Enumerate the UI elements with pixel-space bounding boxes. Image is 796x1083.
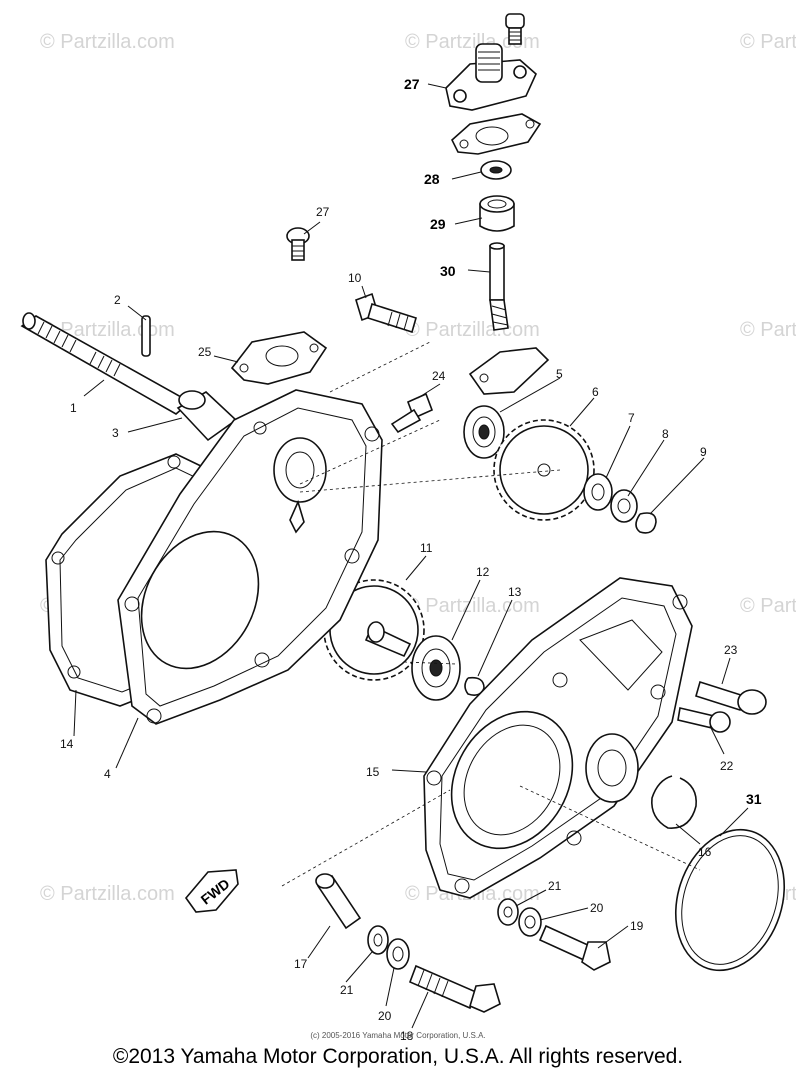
- callout-27-left: 27: [316, 205, 330, 219]
- callout-21-left: 21: [340, 983, 354, 997]
- watermark-text: © Partzilla.com: [40, 883, 175, 905]
- callout-14: 14: [60, 737, 74, 751]
- part-16-circlip: [651, 775, 697, 829]
- watermark-text: © Partzilla.com: [405, 31, 540, 53]
- watermark-text: © Partzilla.com: [740, 595, 796, 617]
- part-11-shaft: [364, 621, 412, 658]
- part-9-circlip: [635, 512, 657, 534]
- watermark-text: © Partzilla.com: [405, 319, 540, 341]
- part-23-bolt: [695, 680, 767, 715]
- callout-6: 6: [592, 385, 599, 399]
- part-13-clip: [464, 676, 485, 696]
- callout-17: 17: [294, 957, 308, 971]
- callout-3: 3: [112, 426, 119, 440]
- watermark-text: © Partzilla.com: [740, 319, 796, 341]
- callout-20-left: 20: [378, 1009, 392, 1023]
- part-18-bolt: [408, 964, 501, 1013]
- part-15-cover: [423, 577, 693, 899]
- part-22-bolt: [677, 707, 731, 733]
- callout-4: 4: [104, 767, 111, 781]
- part-19-bolt: [538, 924, 611, 971]
- callout-2: 2: [114, 293, 121, 307]
- callout-11: 11: [420, 541, 433, 555]
- part-5-bearing: [463, 405, 505, 459]
- part-21-washer-right: [497, 898, 519, 926]
- copyright-footer: ©2013 Yamaha Motor Corporation, U.S.A. A…: [112, 1045, 684, 1068]
- callout-29: 29: [430, 216, 446, 232]
- part-21-washer-left: [367, 925, 389, 955]
- callout-31: 31: [746, 791, 762, 807]
- callout-5: 5: [556, 367, 563, 381]
- part-17-dowel: [315, 873, 362, 930]
- part-2-pin: [141, 315, 151, 357]
- callout-16: 16: [698, 845, 712, 859]
- callout-21-right: 21: [548, 879, 562, 893]
- part-gasket-top: [451, 113, 542, 155]
- watermark-text: © Partzilla.com: [405, 595, 540, 617]
- callout-18: 18: [400, 1029, 414, 1043]
- callout-28: 28: [424, 171, 440, 187]
- part-1-shaft: [20, 312, 192, 415]
- watermark-text: © Partzilla.com: [40, 319, 175, 341]
- part-27-screw-left: [286, 227, 310, 261]
- callout-23: 23: [724, 643, 738, 657]
- callout-9: 9: [700, 445, 707, 459]
- callout-8: 8: [662, 427, 669, 441]
- callout-1: 1: [70, 401, 77, 415]
- part-screw-top: [505, 13, 525, 45]
- part-20-washer-right: [518, 907, 542, 937]
- callout-24: 24: [432, 369, 446, 383]
- part-8-washer: [610, 489, 638, 523]
- part-28-seal: [480, 160, 512, 180]
- callout-20-right: 20: [590, 901, 604, 915]
- part-29-bushing: [479, 195, 515, 232]
- callout-10: 10: [348, 271, 362, 285]
- part-25-gasket: [230, 331, 328, 385]
- part-31-o-ring: [674, 828, 786, 972]
- watermark-text: © Partzilla.com: [740, 31, 796, 53]
- callout-15: 15: [366, 765, 380, 779]
- part-12-bearing: [411, 635, 461, 701]
- watermark-text: © Partzilla.com: [40, 31, 175, 53]
- part-locating-plate: [468, 347, 550, 395]
- callout-7: 7: [628, 411, 635, 425]
- part-30-driven-gear-shaft: [489, 242, 509, 331]
- callout-12: 12: [476, 565, 490, 579]
- callout-25: 25: [198, 345, 212, 359]
- part-20-washer-left: [386, 938, 410, 970]
- part-6-gear: [493, 419, 595, 521]
- part-4-housing: [117, 389, 383, 725]
- callout-13: 13: [508, 585, 522, 599]
- credit-line: (c) 2005-2016 Yamaha Motor Corporation, …: [310, 1031, 486, 1040]
- callout-30: 30: [440, 263, 456, 279]
- part-10-bolt: [355, 292, 417, 334]
- part-27-flange-housing: [445, 43, 537, 111]
- callout-19: 19: [630, 919, 644, 933]
- callout-27-top: 27: [404, 76, 420, 92]
- fwd-arrow-badge: FWD: [184, 869, 239, 913]
- watermark-layer: © Partzilla.com © Partzilla.com © Partzi…: [40, 31, 796, 905]
- callout-22: 22: [720, 759, 734, 773]
- part-7-washer: [583, 473, 613, 511]
